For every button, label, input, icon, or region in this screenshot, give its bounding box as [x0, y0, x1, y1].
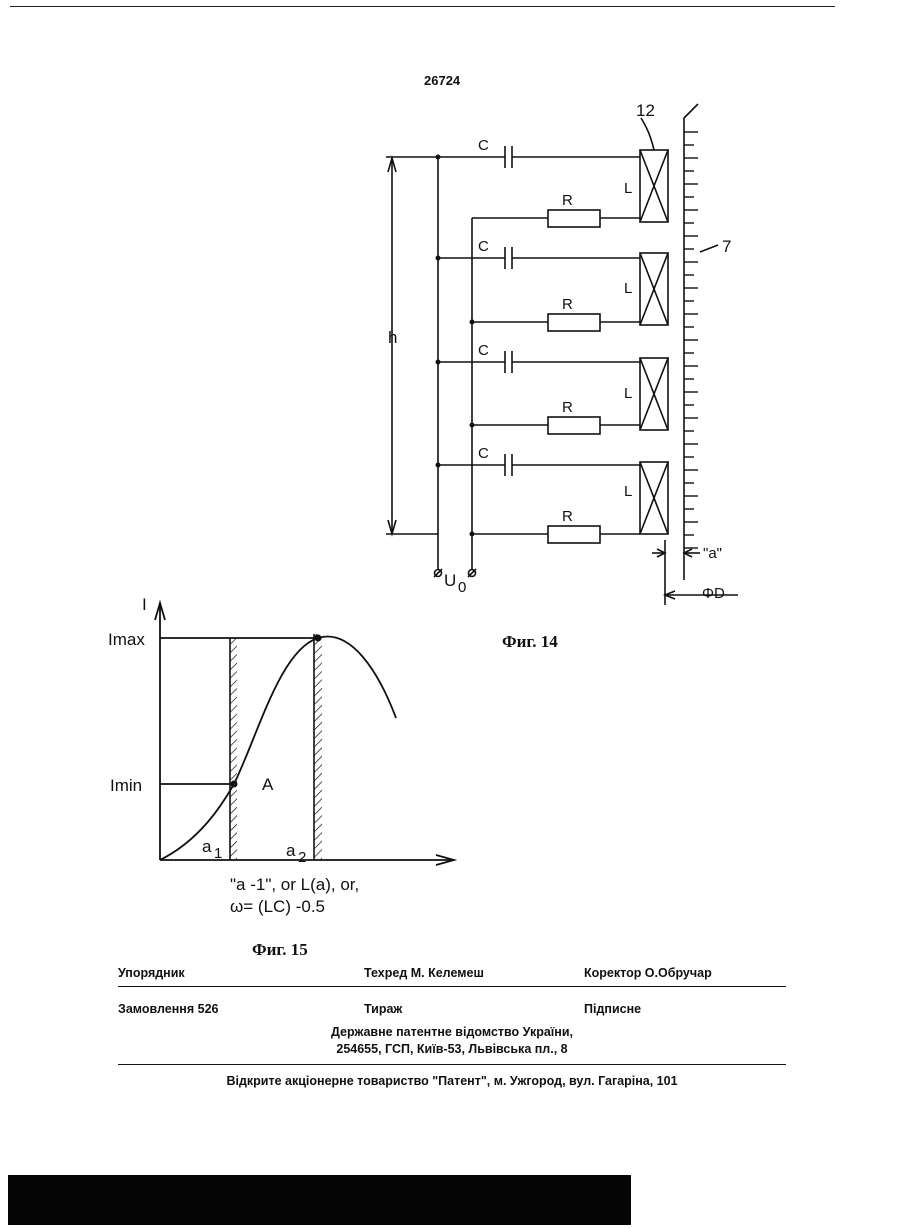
- patent-office-line2: 254655, ГСП, Київ-53, Львівська пл., 8: [118, 1041, 786, 1058]
- printer-line: Відкрите акціонерне товариство "Патент",…: [118, 1074, 786, 1088]
- compiler-label: Упорядник: [118, 966, 185, 980]
- x-axis-label-line1: "a -1", or L(a), or,: [230, 875, 359, 894]
- subscription-label: Підписне: [584, 1002, 641, 1016]
- x-axis-label-line2: ω= (LC) -0.5: [230, 897, 325, 916]
- a1-hatched-boundary: [230, 638, 237, 860]
- imprint-rule-top: [118, 986, 786, 987]
- a2-hatched-boundary: [314, 634, 322, 860]
- a2-subscript: 2: [298, 849, 306, 866]
- a1-subscript: 1: [214, 845, 222, 862]
- a1-label: a: [202, 837, 212, 856]
- patent-office-line1: Державне патентне відомство України,: [118, 1024, 786, 1041]
- imprint-rule-bottom: [118, 1064, 786, 1065]
- point-a-marker: [231, 781, 238, 788]
- imin-label: Imin: [110, 776, 142, 795]
- y-axis-label: I: [142, 595, 147, 614]
- peak-marker: [315, 635, 322, 642]
- order-label: Замовлення 526: [118, 1002, 218, 1016]
- scan-black-band: [8, 1175, 631, 1225]
- a2-label: a: [286, 841, 296, 860]
- corrector-label: Коректор О.Обручар: [584, 966, 712, 980]
- circulation-label: Тираж: [364, 1002, 402, 1016]
- point-a-label: A: [262, 775, 274, 794]
- imax-label: Imax: [108, 630, 145, 649]
- current-curve: [160, 637, 396, 860]
- fig15-caption: Фиг. 15: [252, 940, 308, 960]
- techred-label: Техред М. Келемеш: [364, 966, 484, 980]
